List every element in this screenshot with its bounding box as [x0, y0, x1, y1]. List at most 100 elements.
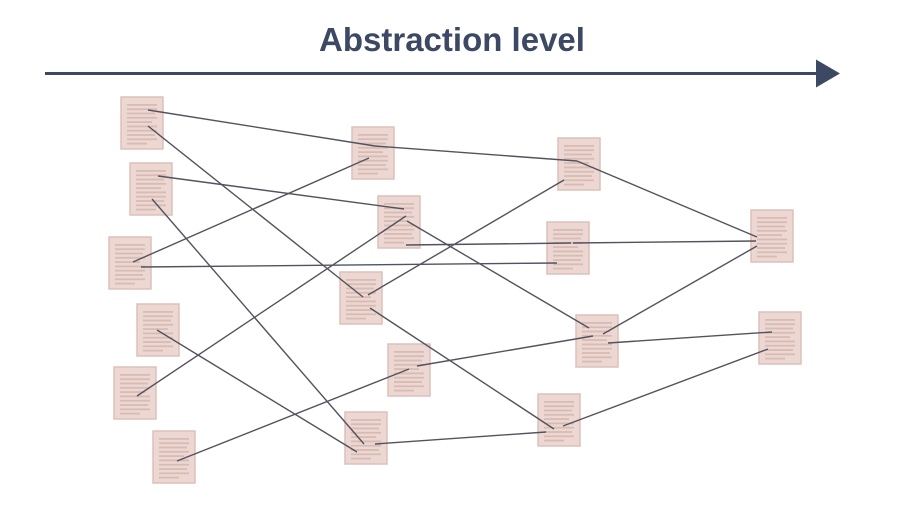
document-text-line	[384, 241, 404, 244]
document-text-line	[136, 208, 156, 211]
document-text-line	[143, 311, 173, 313]
document-text-line	[384, 233, 412, 235]
document-text-line	[159, 468, 187, 470]
document-text-line	[346, 296, 371, 298]
document-text-line	[115, 252, 143, 255]
document-node-doc-16	[750, 209, 794, 263]
document-text-line	[143, 315, 173, 318]
document-text-line	[351, 423, 381, 426]
document-text-line	[757, 255, 777, 258]
document-text-line	[564, 166, 594, 169]
document-text-line	[136, 182, 166, 185]
document-node-doc-6	[152, 430, 196, 484]
document-text-line	[159, 438, 189, 440]
document-text-line	[346, 313, 376, 316]
connector-doc-8-to-doc-14	[406, 220, 590, 329]
abstraction-level-arrow	[45, 59, 840, 88]
document-text-line	[765, 331, 795, 334]
document-text-line	[143, 341, 171, 343]
document-text-line	[384, 224, 414, 227]
document-text-line	[120, 408, 150, 411]
document-node-doc-15	[537, 393, 581, 447]
document-text-line	[136, 200, 164, 202]
document-text-line	[765, 349, 793, 351]
connector-doc-14-to-doc-17	[607, 331, 773, 344]
document-text-line	[115, 261, 140, 263]
document-text-line	[544, 405, 574, 408]
document-text-line	[553, 263, 583, 266]
document-text-line	[582, 322, 612, 324]
document-text-line	[115, 256, 145, 259]
document-text-line	[127, 121, 152, 123]
arrow-head-icon	[816, 59, 840, 88]
document-text-line	[159, 459, 189, 462]
document-text-line	[127, 142, 147, 145]
document-text-line	[394, 385, 424, 388]
connector-doc-11-to-doc-15	[374, 431, 547, 445]
document-text-line	[384, 220, 409, 222]
document-text-line	[564, 175, 592, 177]
document-text-line	[564, 157, 594, 160]
document-text-line	[127, 112, 155, 115]
document-text-line	[765, 357, 785, 360]
connector-doc-3-to-doc-7	[132, 157, 370, 263]
document-text-line	[346, 304, 376, 307]
document-node-doc-13	[546, 221, 590, 275]
connector-doc-6-to-doc-10	[176, 368, 410, 462]
document-node-doc-8	[377, 195, 421, 249]
document-text-line	[143, 319, 171, 322]
connector-doc-8-to-doc-13	[405, 242, 572, 246]
document-text-line	[127, 125, 157, 128]
document-text-line	[757, 247, 785, 249]
connector-doc-2-to-doc-8	[157, 175, 405, 210]
document-node-doc-9	[339, 271, 383, 325]
document-text-line	[757, 217, 787, 219]
document-text-line	[143, 332, 173, 335]
document-text-line	[358, 134, 388, 136]
document-text-line	[143, 323, 173, 326]
document-text-line	[394, 372, 424, 375]
document-text-line	[120, 386, 150, 389]
document-text-line	[351, 427, 379, 430]
document-text-line	[394, 355, 424, 358]
connector-doc-12-to-doc-16	[576, 160, 758, 238]
document-text-line	[120, 378, 150, 381]
document-text-line	[394, 368, 419, 370]
document-text-line	[143, 328, 168, 330]
document-text-line	[394, 381, 422, 383]
document-text-line	[765, 323, 795, 326]
document-text-line	[553, 229, 583, 231]
document-text-line	[757, 238, 787, 241]
document-text-line	[346, 287, 374, 290]
connector-doc-1-to-doc-9	[147, 125, 364, 298]
document-text-line	[358, 172, 378, 175]
document-text-line	[115, 265, 145, 268]
document-text-line	[351, 453, 381, 456]
document-text-line	[544, 422, 574, 425]
document-text-line	[582, 360, 602, 363]
document-text-line	[544, 426, 574, 429]
document-text-line	[120, 374, 150, 376]
document-text-line	[553, 259, 581, 261]
document-text-line	[394, 363, 424, 366]
document-text-line	[346, 283, 376, 286]
document-text-line	[159, 442, 189, 445]
document-text-line	[553, 254, 583, 257]
connector-doc-15-to-doc-17	[562, 348, 769, 427]
document-text-line	[346, 279, 376, 281]
document-text-line	[394, 389, 414, 392]
document-text-line	[564, 145, 594, 147]
document-text-line	[757, 229, 787, 232]
document-text-line	[765, 340, 795, 343]
document-text-line	[127, 129, 157, 132]
document-text-line	[544, 431, 572, 433]
document-node-doc-17	[758, 311, 802, 365]
document-text-line	[394, 376, 424, 379]
document-text-line	[544, 439, 564, 442]
document-text-line	[544, 435, 574, 438]
document-text-line	[553, 246, 578, 248]
document-text-line	[127, 134, 155, 136]
document-text-line	[384, 203, 414, 205]
document-text-line	[358, 142, 386, 145]
